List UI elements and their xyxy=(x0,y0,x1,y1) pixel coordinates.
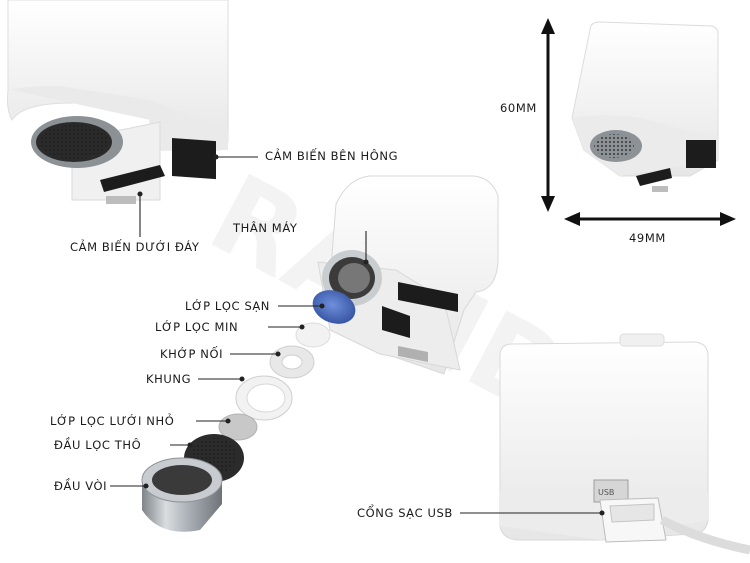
label-width: 49MM xyxy=(629,231,666,245)
svg-text:USB: USB xyxy=(598,488,614,497)
sensor-closeup xyxy=(7,0,229,204)
usb-device: USB xyxy=(499,333,750,555)
label-mesh-filter: LỚP LỌC LƯỚI NHỎ xyxy=(50,414,175,428)
label-frame: KHUNG xyxy=(146,372,192,386)
label-joint: KHỚP NỐI xyxy=(160,347,224,361)
usb-cable xyxy=(659,516,750,555)
label-sand-filter: LỚP LỌC SẠN xyxy=(185,299,271,313)
fine-filter-disc xyxy=(295,322,331,348)
nozzle-ring xyxy=(141,457,223,532)
label-height: 60MM xyxy=(500,101,537,115)
joint-ring xyxy=(269,345,315,379)
label-coarse-head: ĐẦU LỌC THÔ xyxy=(54,438,142,452)
dimension-device xyxy=(571,21,719,192)
label-usb-port: CỔNG SẠC USB xyxy=(357,506,453,520)
side-sensor-window xyxy=(172,138,216,180)
main-body xyxy=(317,175,499,375)
label-side-sensor: CẢM BIẾN BÊN HÔNG xyxy=(265,149,399,163)
dimension-arrows xyxy=(541,18,736,226)
sand-filter-disc xyxy=(312,290,356,324)
leader-lines xyxy=(110,154,605,516)
bottom-sensor-window xyxy=(100,165,165,192)
label-body: THÂN MÁY xyxy=(233,221,298,235)
label-nozzle: ĐẦU VÒI xyxy=(54,479,108,493)
frame-ring xyxy=(235,375,293,421)
label-bottom-sensor: CẢM BIẾN DƯỚI ĐÁY xyxy=(70,240,200,254)
label-fine-filter: LỚP LỌC MIN xyxy=(155,320,239,334)
